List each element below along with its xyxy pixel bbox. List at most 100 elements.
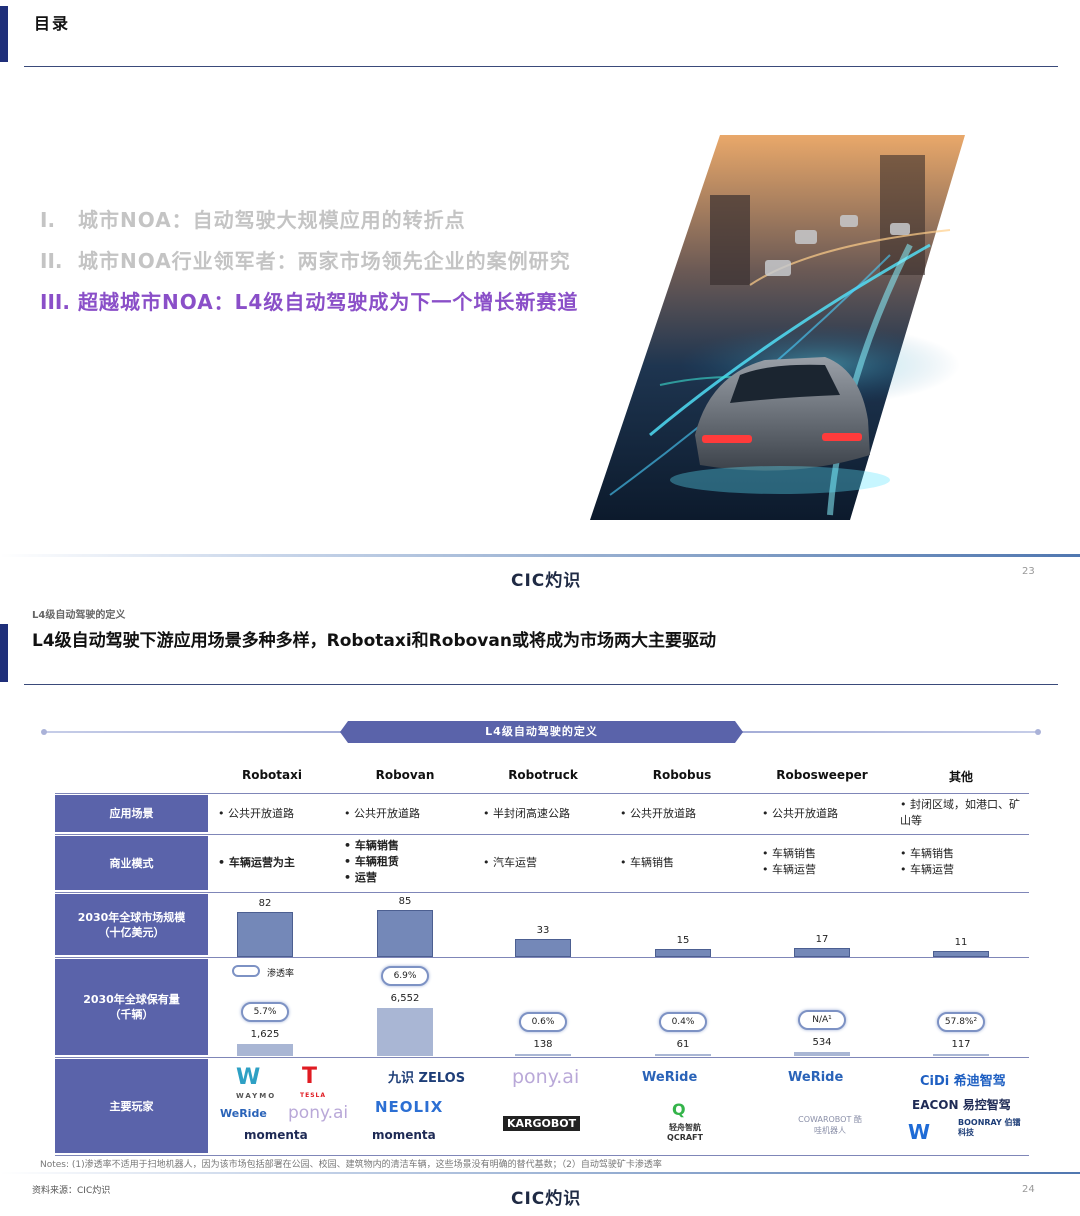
scenario-cell-robobus: • 公共开放道路	[620, 807, 696, 820]
penetration-pill: 5.7%	[241, 1002, 289, 1023]
row-label-text: 主要玩家	[109, 1099, 154, 1113]
column-header-robobus: Robobus	[652, 768, 712, 782]
fleet-value: 6,552	[390, 993, 420, 1004]
banner-dot	[1035, 729, 1041, 735]
market-size-value: 11	[954, 936, 968, 948]
waymo-wordmark: WAYMO	[236, 1092, 277, 1100]
market-size-value: 85	[398, 896, 412, 907]
row-separator	[55, 1057, 1029, 1058]
fleet-bar	[794, 1052, 850, 1056]
boonray-icon: W	[908, 1120, 931, 1144]
fleet-bar	[655, 1054, 711, 1056]
page-number: 24	[1022, 1184, 1035, 1195]
tesla-wordmark: TESLA	[300, 1092, 326, 1099]
market-size-bar	[794, 947, 850, 957]
toc-text: 城市NOA：自动驾驶大规模应用的转折点	[78, 208, 466, 232]
row-label-scenario: 应用场景	[55, 795, 208, 832]
penetration-pill: N/A¹	[798, 1010, 846, 1031]
fleet-bar	[933, 1054, 989, 1056]
row-separator	[55, 957, 1029, 958]
toc-item-3[interactable]: III. 超越城市NOA：L4级自动驾驶成为下一个增长新赛道	[40, 282, 600, 323]
title-divider	[24, 684, 1058, 685]
business-cell-robovan: • 车辆销售 • 车辆租赁 • 运营	[344, 839, 399, 884]
title-divider	[24, 66, 1058, 67]
scenario-cell-other: • 封闭区域，如港口、矿山等	[900, 798, 1020, 827]
market-size-value: 15	[676, 934, 690, 946]
section-banner: L4级自动驾驶的定义	[340, 721, 743, 743]
row-label-text: 2030年全球保有量	[83, 993, 180, 1006]
scenario-cell-robovan: • 公共开放道路	[344, 807, 420, 820]
footer-divider	[0, 1172, 1080, 1174]
business-cell-robotruck: • 汽车运营	[483, 856, 537, 869]
row-separator	[55, 892, 1029, 893]
penetration-pill: 0.6%	[519, 1012, 567, 1032]
market-size-bar	[377, 910, 433, 957]
eacon-logo: EACON 易控智驾	[912, 1098, 1011, 1112]
qcraft-icon: Q	[672, 1100, 686, 1119]
boonray-logo: BOONRAY 伯镭科技	[958, 1118, 1021, 1137]
row-separator	[55, 834, 1029, 835]
slide-title: L4级自动驾驶下游应用场景多种多样，Robotaxi和Robovan或将成为市场…	[32, 631, 716, 651]
market-size-bar	[237, 911, 293, 957]
fleet-value: 117	[951, 1039, 971, 1050]
toc-slide: 目录 I. 城市NOA：自动驾驶大规模应用的转折点 II. 城市NOA行业领军者…	[0, 0, 1080, 560]
source-note: 资料来源：CIC灼识	[32, 1186, 111, 1196]
toc-item-1[interactable]: I. 城市NOA：自动驾驶大规模应用的转折点	[40, 200, 600, 241]
cic-logo: CIC灼识	[511, 571, 582, 591]
penetration-pill: 6.9%	[381, 966, 429, 986]
scenario-cell-robotaxi: • 公共开放道路	[218, 807, 294, 820]
column-header-robotruck: Robotruck	[508, 768, 578, 782]
toc-number: II.	[40, 249, 63, 273]
page-title: 目录	[34, 14, 71, 33]
market-size-value: 33	[536, 924, 550, 936]
pony-logo: pony.ai	[512, 1066, 580, 1088]
business-cell-robosweeper: • 车辆销售 • 车辆运营	[762, 847, 816, 876]
business-cell-robotaxi: • 车辆运营为主	[218, 856, 295, 869]
penetration-legend-label: 渗透率	[267, 969, 295, 979]
row-label-fleet: 2030年全球保有量 （千辆）	[55, 959, 208, 1055]
kargobot-logo: KARGOBOT	[503, 1116, 581, 1131]
momenta-logo: momenta	[244, 1128, 308, 1142]
table-of-contents: I. 城市NOA：自动驾驶大规模应用的转折点 II. 城市NOA行业领军者：两家…	[40, 200, 600, 323]
momenta-logo: momenta	[372, 1128, 436, 1142]
fleet-value: 138	[533, 1039, 553, 1050]
market-size-value: 82	[258, 897, 272, 909]
weride-logo: WeRide	[220, 1107, 267, 1120]
toc-item-2[interactable]: II. 城市NOA行业领军者：两家市场领先企业的案例研究	[40, 241, 600, 282]
row-separator	[55, 793, 1029, 794]
pony-logo: pony.ai	[288, 1103, 349, 1123]
toc-text: 超越城市NOA：L4级自动驾驶成为下一个增长新赛道	[78, 290, 579, 314]
business-cell-robobus: • 车辆销售	[620, 856, 674, 869]
l4-definition-slide: L4级自动驾驶的定义 L4级自动驾驶下游应用场景多种多样，Robotaxi和Ro…	[0, 590, 1080, 1216]
cowarobot-logo: COWAROBOT 酷哇机器人	[798, 1115, 862, 1135]
row-label-unit: （千辆）	[109, 1008, 154, 1021]
row-label-business: 商业模式	[55, 836, 208, 890]
neolix-logo: NEOLIX	[375, 1098, 444, 1116]
weride-logo: WeRide	[788, 1070, 844, 1085]
market-size-value: 17	[815, 933, 829, 945]
toc-text: 城市NOA行业领军者：两家市场领先企业的案例研究	[78, 249, 571, 273]
row-label-players: 主要玩家	[55, 1059, 208, 1153]
section-kicker: L4级自动驾驶的定义	[32, 610, 126, 621]
footer-divider	[0, 554, 1080, 557]
title-accent-bar	[0, 6, 8, 62]
page-number: 23	[1022, 566, 1035, 577]
row-label-text: 2030年全球市场规模	[77, 910, 186, 924]
toc-number: III.	[40, 290, 70, 314]
cidi-logo: CiDi 希迪智驾	[920, 1074, 1006, 1089]
row-label-text: 应用场景	[109, 807, 154, 820]
fleet-bar	[377, 1008, 433, 1056]
fleet-bar	[237, 1044, 293, 1056]
tesla-logo: T	[302, 1064, 318, 1089]
qcraft-logo: 轻舟智航 QCRAFT	[667, 1123, 703, 1142]
market-size-bar	[933, 950, 989, 957]
penetration-legend-pill	[232, 965, 260, 977]
toc-number: I.	[40, 208, 56, 232]
business-cell-other: • 车辆销售 • 车辆运营	[900, 847, 954, 876]
row-separator	[55, 1155, 1029, 1156]
fleet-value: 1,625	[250, 1029, 280, 1041]
row-label-market-size: 2030年全球市场规模 （十亿美元）	[55, 894, 208, 955]
market-size-bar	[515, 938, 571, 957]
row-label-unit: （十亿美元）	[98, 925, 165, 939]
weride-logo: WeRide	[642, 1070, 698, 1085]
